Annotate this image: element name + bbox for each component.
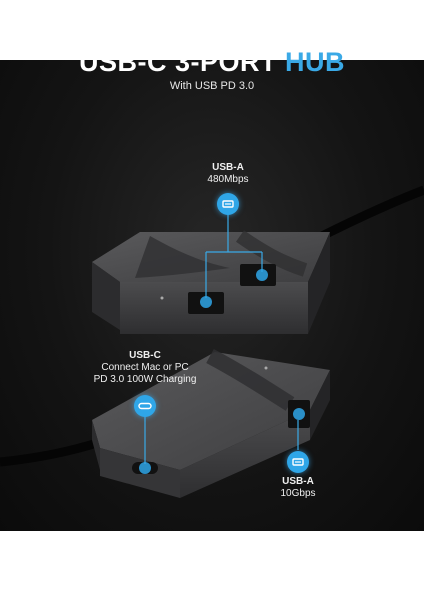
callout-top-usb-a-name: USB-A	[212, 162, 244, 173]
subtitle: With USB PD 3.0	[169, 80, 255, 92]
top-callout-lines	[205, 214, 263, 298]
headline-accent: HUB	[285, 47, 345, 77]
usb-c-port-icon	[134, 395, 156, 417]
top-hub-cable	[315, 185, 424, 243]
bottom-callout-lines	[144, 416, 299, 464]
callout-bottom-usb-a-name: USB-A	[282, 476, 314, 487]
callout-top-usb-a-speed: 480Mbps	[207, 174, 249, 185]
usb-a-port-icon	[287, 451, 309, 473]
headline: USB-C 3-PORT HUB	[0, 47, 424, 78]
bottom-hub	[92, 348, 330, 498]
bottom-hub-cable	[0, 437, 102, 467]
callout-bottom-usb-a-speed: 10Gbps	[280, 488, 316, 499]
headline-main: USB-C 3-PORT	[78, 47, 285, 77]
usb-a-port-icon	[217, 193, 239, 215]
top-hub	[92, 230, 330, 334]
callout-usb-c: USB-C Connect Mac or PC PD 3.0 100W Char…	[80, 350, 210, 386]
callout-usb-c-line1: Connect Mac or PC	[101, 362, 189, 373]
callout-top-usb-a: USB-A 480Mbps	[188, 162, 268, 186]
callout-usb-c-name: USB-C	[129, 350, 161, 361]
callout-bottom-usb-a: USB-A 10Gbps	[258, 476, 338, 500]
callout-usb-c-line2: PD 3.0 100W Charging	[93, 374, 197, 385]
